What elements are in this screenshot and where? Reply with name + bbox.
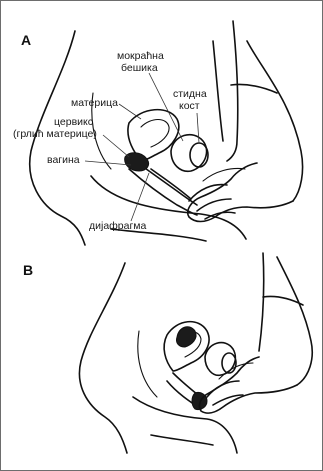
panel-a-forearm [227, 21, 238, 161]
panel-a-diaphragm-dome [125, 153, 149, 171]
panel-a-diaphragm-rim [151, 169, 191, 199]
panel-a-pubic-bone [190, 143, 208, 167]
panel-b-lower-thigh [151, 435, 213, 445]
leader-pubic [197, 113, 199, 143]
panel-b-body-outline [79, 263, 127, 453]
panel-b-bladder [205, 343, 235, 376]
leader-uterus [119, 104, 141, 119]
label-bladder-line1: мокраћна [117, 50, 164, 62]
label-cervix-line2: (грлић материце) [13, 128, 97, 140]
leader-bladder [149, 73, 183, 141]
label-bladder-line2: бешика [121, 62, 158, 74]
panel-b-forearm-far [277, 257, 312, 385]
panel-b-thigh-outline [133, 397, 237, 453]
panel-a-forearm-far [247, 41, 303, 201]
panel-a-hand [188, 163, 293, 222]
label-pubic-line1: стидна [173, 88, 207, 100]
panel-b-diaphragm-dome [176, 327, 196, 347]
leader-diaphragm [131, 173, 149, 221]
panel-b-letter: B [23, 262, 33, 278]
leader-vagina [85, 161, 131, 165]
panel-b-forearm [259, 253, 264, 351]
panel-a-vaginal-canal-lower [129, 169, 197, 215]
label-diaphragm: дијафрагма [89, 220, 147, 232]
label-uterus: материца [71, 97, 118, 109]
label-pubic-line2: кост [179, 100, 200, 112]
panel-a-uterus-cavity [141, 120, 169, 148]
panel-b-fingers [207, 381, 243, 405]
leader-cervix [103, 135, 129, 157]
panel-a-forearm-inner [213, 41, 223, 141]
panel-a-letter: A [21, 32, 31, 48]
panel-b-back-curve [138, 331, 157, 397]
label-vagina: вагина [47, 154, 80, 166]
panel-a: A мокраћна бешика материца стидна ко [13, 21, 303, 245]
panel-b: B [23, 253, 312, 453]
label-cervix-line1: цервикс [54, 116, 93, 128]
